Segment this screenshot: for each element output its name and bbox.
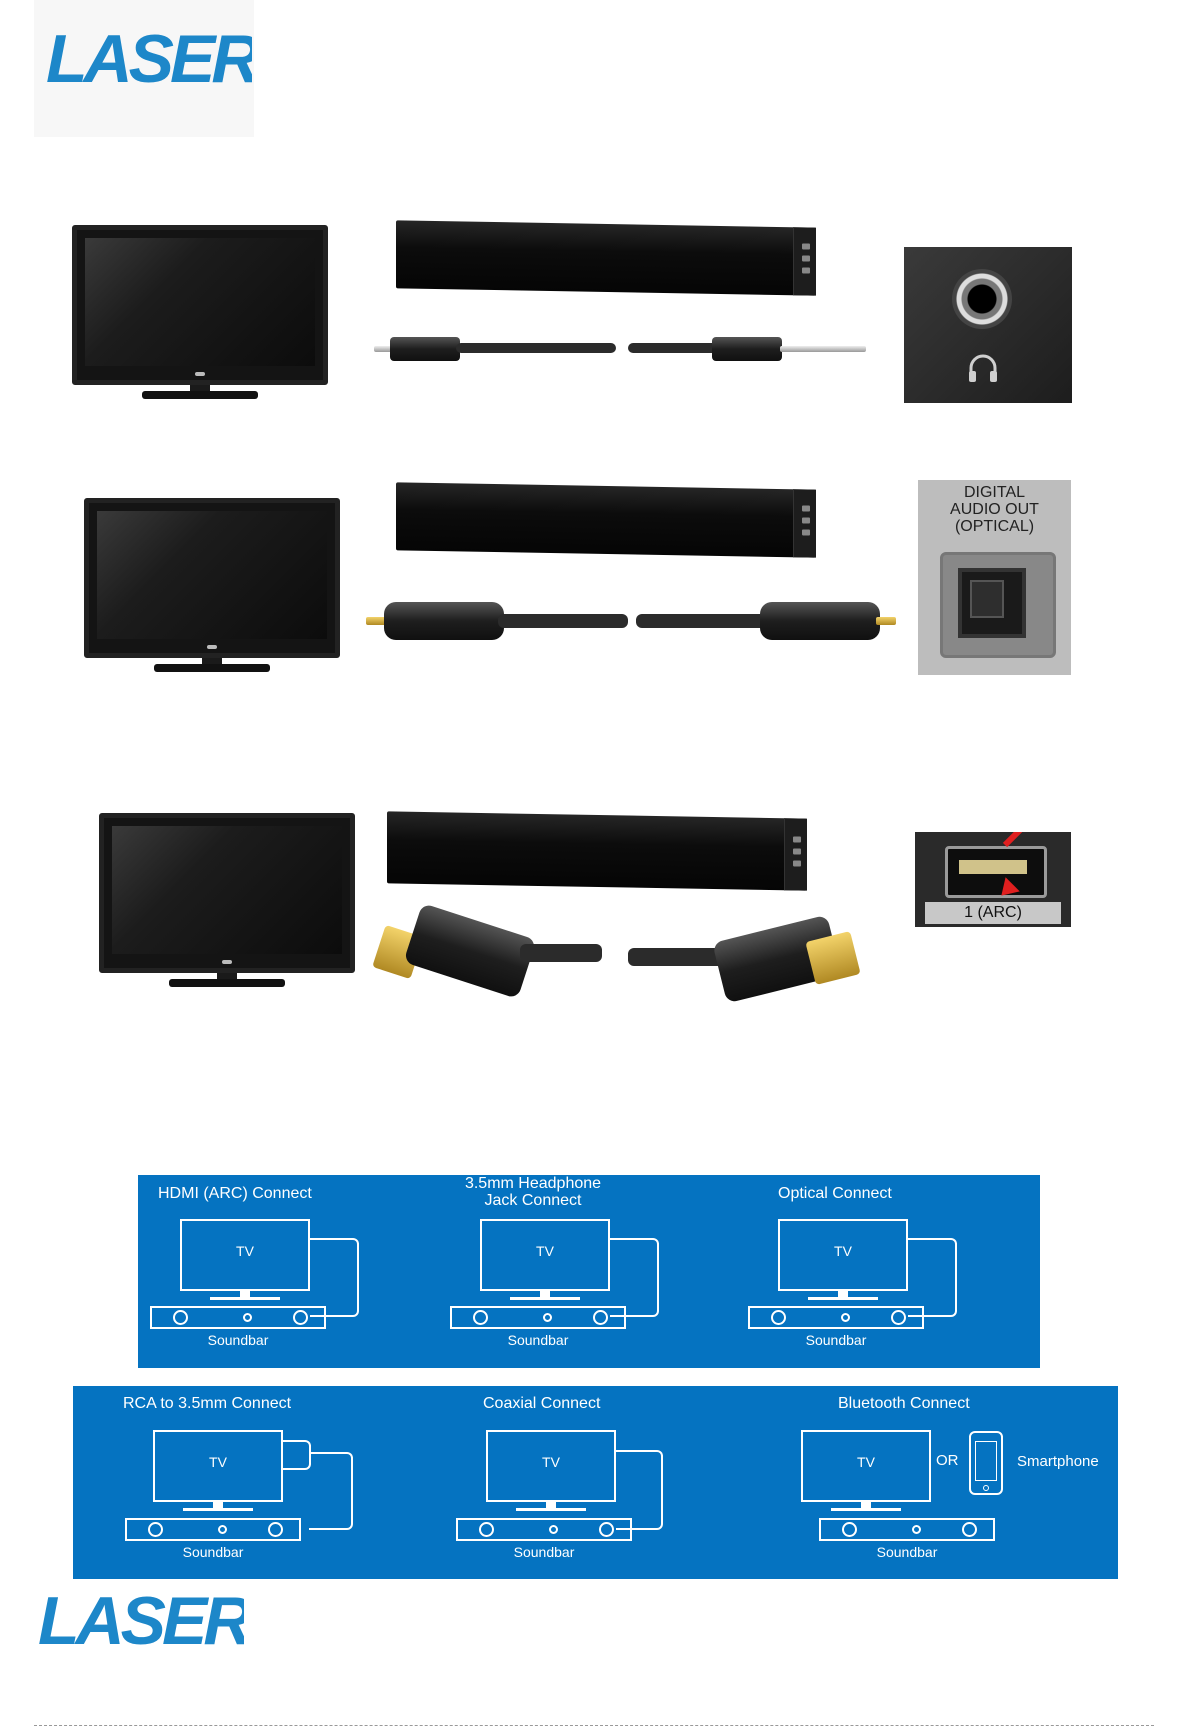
optical-port-photo: DIGITAL AUDIO OUT (OPTICAL) (918, 480, 1071, 675)
laser-logo-top: LASER (42, 20, 252, 92)
optical-label-line-1: DIGITAL (928, 484, 1061, 501)
tv-image-1 (72, 225, 328, 405)
soundbar-image-1 (396, 220, 816, 295)
optical-label-line-2: AUDIO OUT (928, 501, 1061, 518)
tv-image-2 (84, 498, 340, 678)
diagram-tv-rca: TV (153, 1430, 283, 1502)
smartphone-icon (969, 1431, 1003, 1495)
or-label: OR (936, 1452, 959, 1469)
tv-image-3 (99, 813, 355, 993)
tv-label: TV (182, 1243, 308, 1259)
soundbar-label: Soundbar (819, 1544, 995, 1560)
smartphone-label: Smartphone (1017, 1453, 1099, 1470)
hdmi-arc-port-photo: 1 (ARC) (915, 832, 1071, 927)
soundbar-label: Soundbar (748, 1332, 924, 1348)
tv-label: TV (482, 1243, 608, 1259)
optical-label-line-3: (OPTICAL) (928, 518, 1061, 535)
optical-connect-title: Optical Connect (778, 1185, 892, 1202)
soundbar-image-2 (396, 482, 816, 557)
bluetooth-connect-title: Bluetooth Connect (838, 1395, 970, 1412)
arc-port-label: 1 (ARC) (925, 902, 1061, 924)
connection-diagram-row-2: RCA to 3.5mm Connect TV Soundbar Coaxial… (73, 1386, 1118, 1579)
diagram-tv-headphone: TV (480, 1219, 610, 1291)
laser-logo-bottom: LASER (34, 1582, 244, 1654)
logo-text: LASER (38, 1583, 244, 1654)
headphone-connect-title: 3.5mm Headphone Jack Connect (448, 1175, 618, 1209)
soundbar-label: Soundbar (125, 1544, 301, 1560)
soundbar-image-3 (387, 811, 807, 890)
soundbar-label: Soundbar (150, 1332, 326, 1348)
logo-text: LASER (46, 21, 252, 92)
headphone-port-photo (904, 247, 1072, 403)
diagram-tv-optical: TV (778, 1219, 908, 1291)
tv-label: TV (488, 1454, 614, 1470)
soundbar-label: Soundbar (456, 1544, 632, 1560)
soundbar-label: Soundbar (450, 1332, 626, 1348)
page-divider (34, 1725, 1154, 1726)
headphone-icon (966, 351, 1000, 385)
diagram-tv-coaxial: TV (486, 1430, 616, 1502)
coaxial-connect-title: Coaxial Connect (483, 1395, 600, 1412)
hdmi-arc-connect-title: HDMI (ARC) Connect (158, 1185, 312, 1202)
diagram-tv-hdmi: TV (180, 1219, 310, 1291)
tv-label: TV (803, 1454, 929, 1470)
tv-label: TV (155, 1454, 281, 1470)
rca-connect-title: RCA to 3.5mm Connect (123, 1395, 291, 1412)
diagram-tv-bluetooth: TV (801, 1430, 931, 1502)
connection-diagram-row-1: HDMI (ARC) Connect TV Soundbar 3.5mm Hea… (138, 1175, 1040, 1368)
tv-label: TV (780, 1243, 906, 1259)
